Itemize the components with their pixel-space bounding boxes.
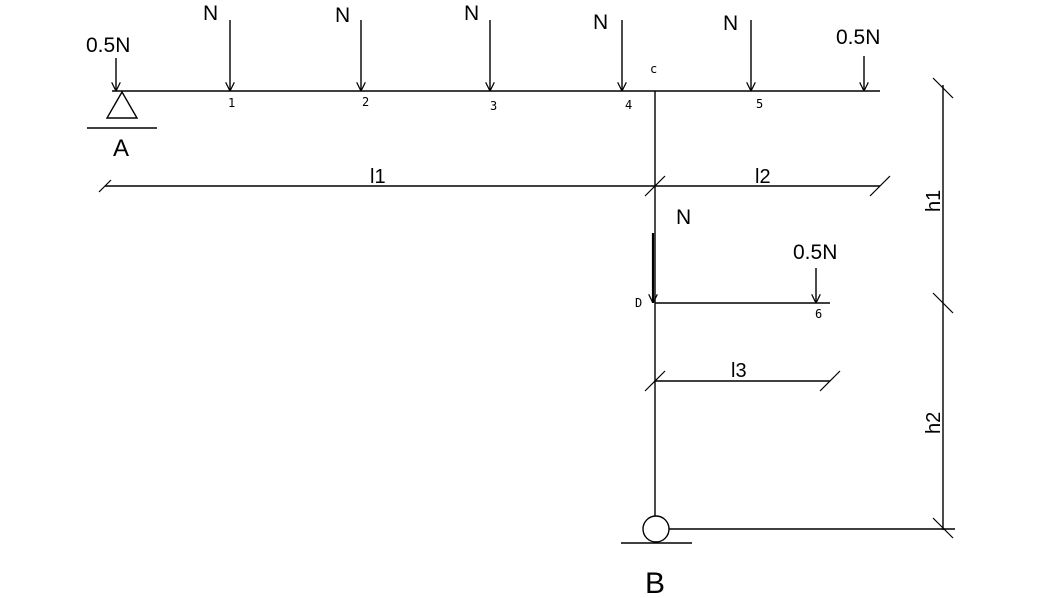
load-label-bracket-end: 0.5N bbox=[793, 241, 837, 264]
dimension-l1-l2 bbox=[98, 175, 891, 197]
dimension-h1-h2 bbox=[932, 77, 954, 539]
node-label-d: D bbox=[635, 296, 642, 310]
load-label-n2: N bbox=[335, 4, 350, 27]
node-label-1: 1 bbox=[228, 96, 235, 110]
support-label-b: B bbox=[645, 567, 665, 598]
node-label-3: 3 bbox=[490, 99, 497, 113]
node-label-c: c bbox=[650, 62, 657, 76]
pin-support-a bbox=[87, 90, 157, 129]
dimension-label-h1: h1 bbox=[923, 190, 945, 212]
load-label-column: N bbox=[676, 206, 691, 229]
load-label-n5: N bbox=[723, 12, 738, 35]
load-label-n1: N bbox=[203, 2, 218, 25]
node-label-6: 6 bbox=[815, 307, 822, 321]
dimension-label-l1: l1 bbox=[370, 166, 386, 188]
load-label-end-left: 0.5N bbox=[86, 34, 130, 57]
node-label-5: 5 bbox=[756, 97, 763, 111]
node-label-4: 4 bbox=[625, 98, 632, 112]
node-label-2: 2 bbox=[362, 95, 369, 109]
dimension-label-l3: l3 bbox=[731, 360, 747, 382]
dimension-label-h2: h2 bbox=[923, 412, 945, 434]
load-label-n3: N bbox=[464, 2, 479, 25]
load-label-n4: N bbox=[593, 11, 608, 34]
dimension-label-l2: l2 bbox=[755, 166, 771, 188]
support-label-a: A bbox=[113, 135, 129, 162]
dimension-l3 bbox=[644, 370, 841, 392]
load-label-end-right: 0.5N bbox=[836, 26, 880, 49]
